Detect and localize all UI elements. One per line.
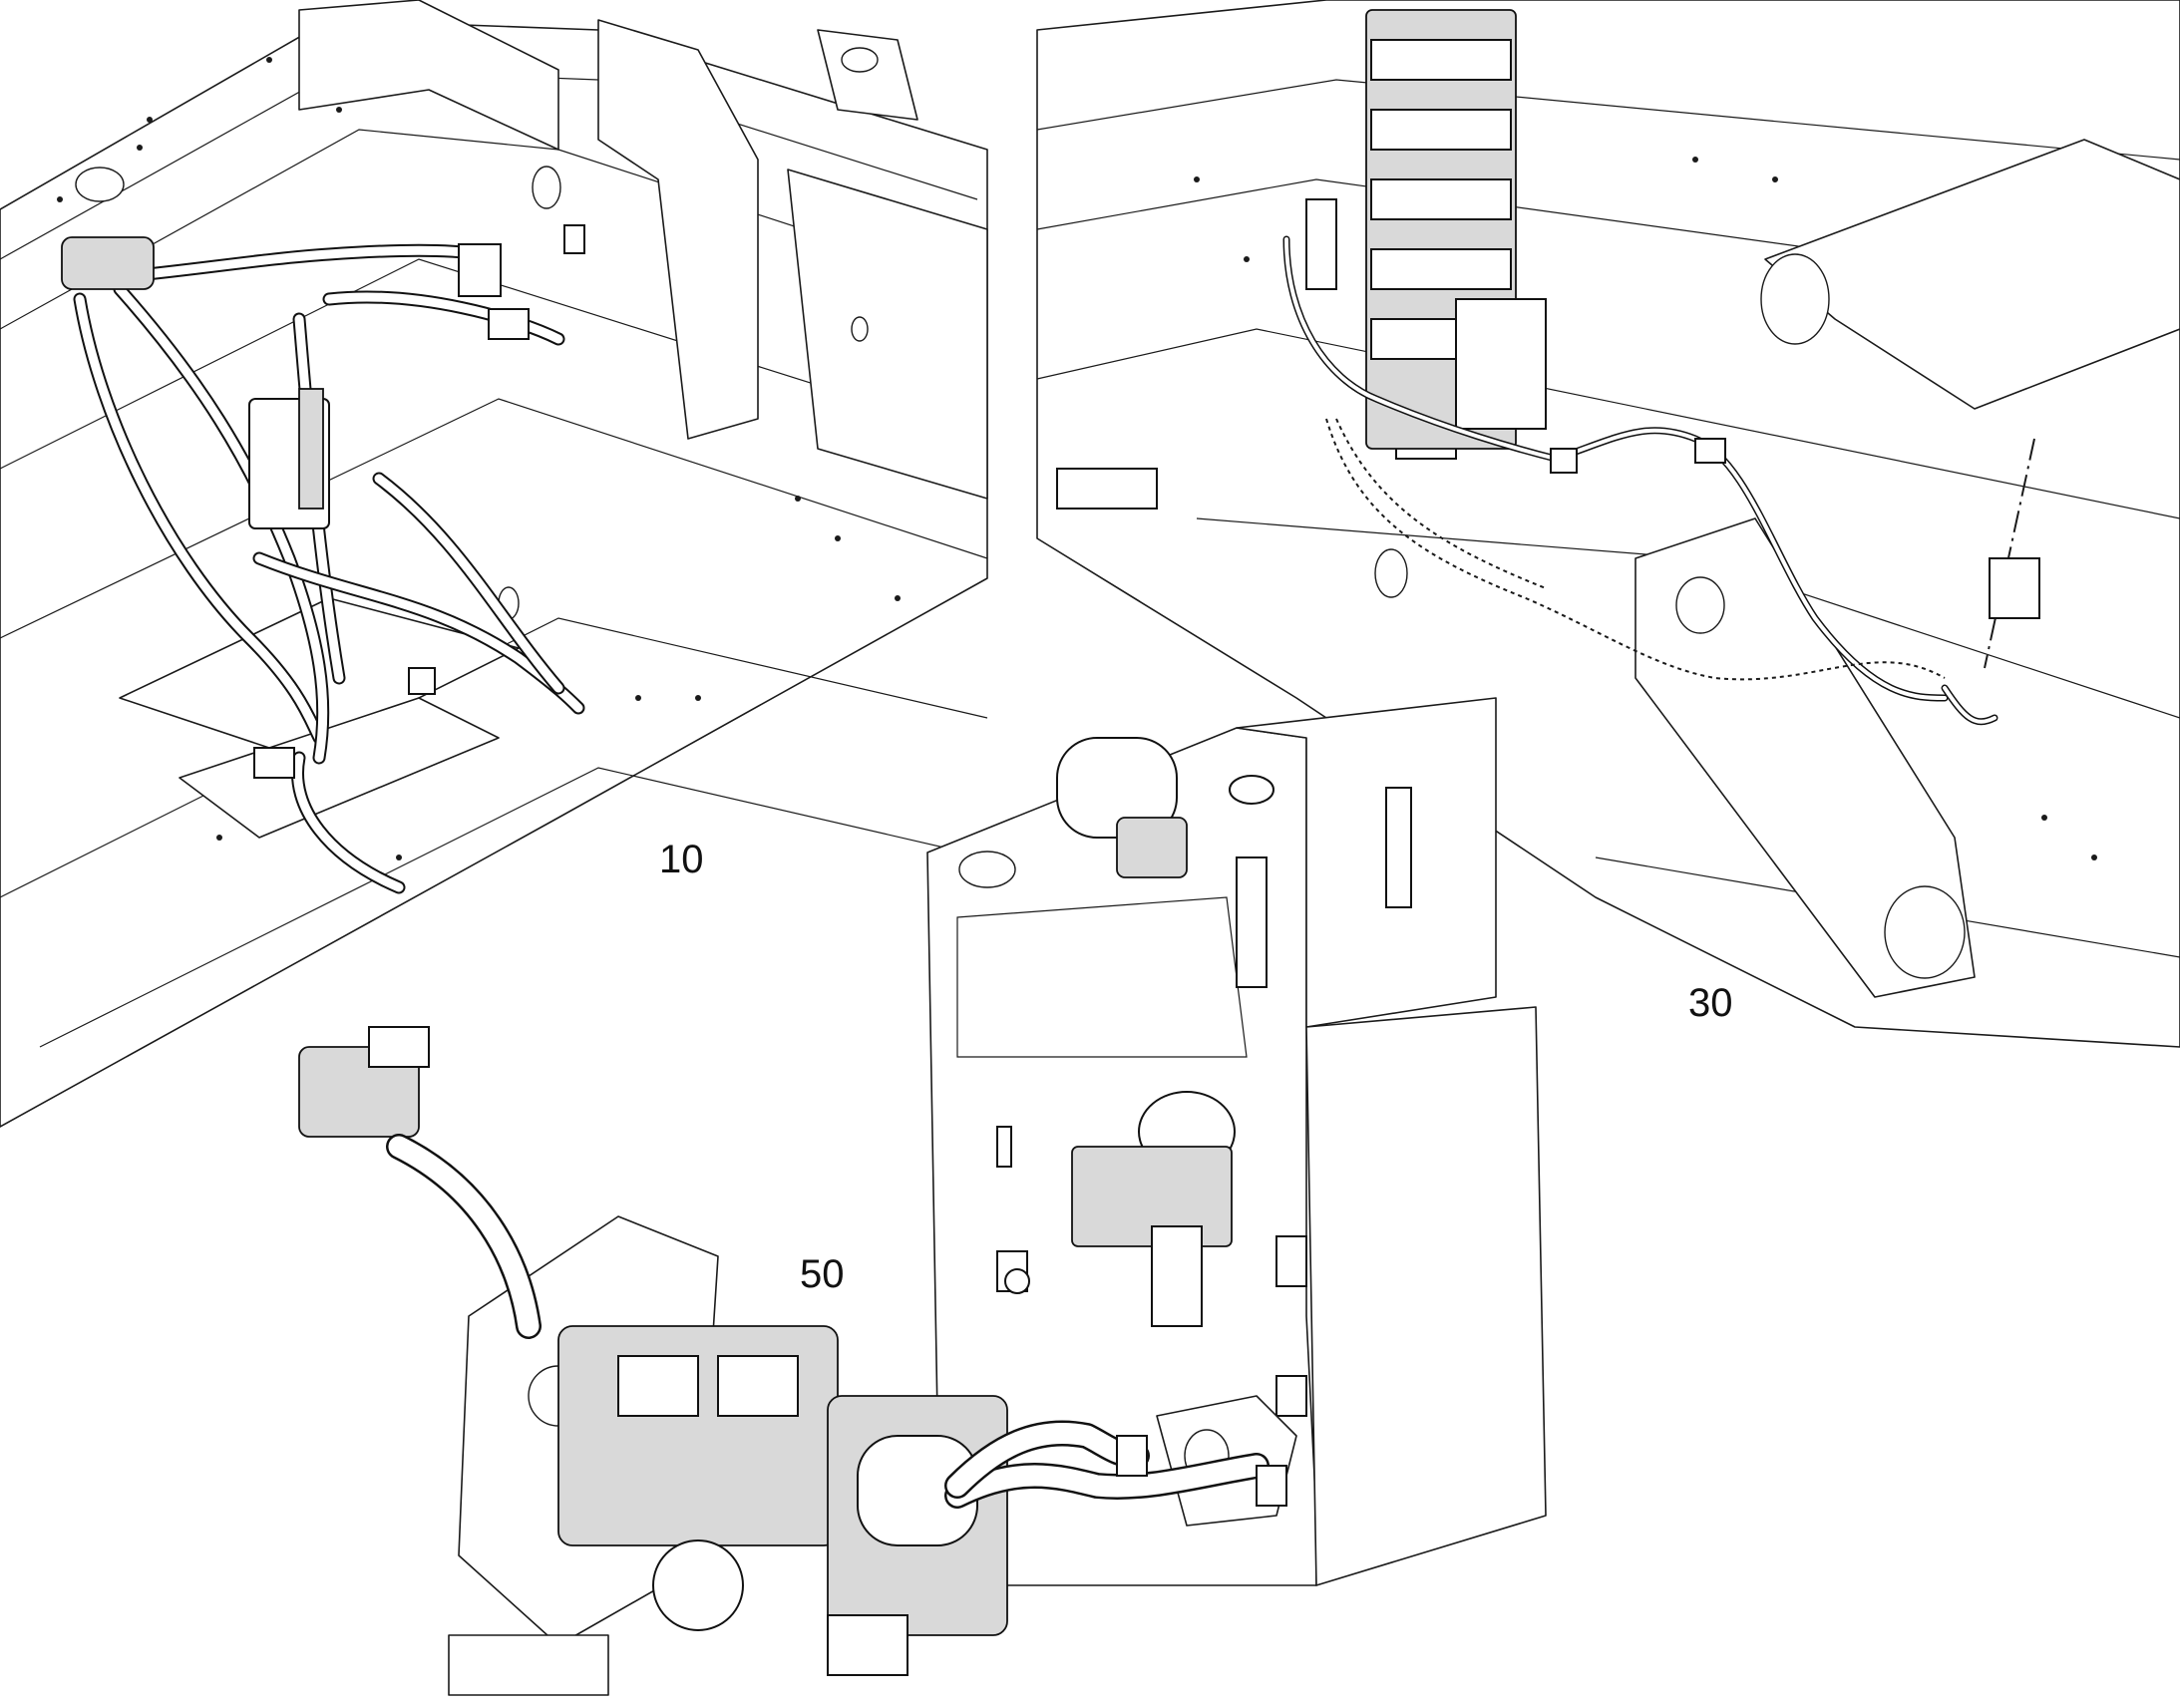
view-30-valve-block xyxy=(1305,9,1547,450)
view-50-pump-assembly xyxy=(298,1026,1287,1696)
view-10-hose-bundle xyxy=(63,243,585,894)
callout-30: 30 xyxy=(1688,981,1733,1025)
view-30-boom-assembly xyxy=(1036,0,2180,1048)
callout-10: 10 xyxy=(659,838,704,881)
view-10-chassis-frame xyxy=(0,0,988,1128)
callout-50: 50 xyxy=(800,1252,845,1296)
